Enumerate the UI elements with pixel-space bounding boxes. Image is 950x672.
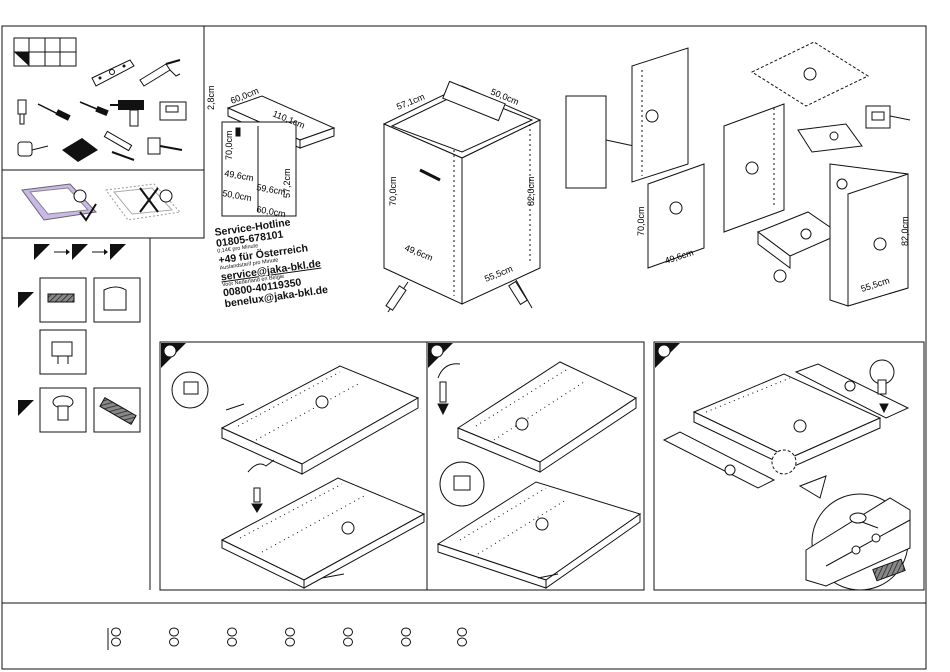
hand-tools-icons [17,99,187,127]
worktop-overview-diagram [221,95,336,217]
exploded-parts-diagram [565,41,911,307]
service-hotline-block: Service-Hotline 01805-678101 0,14€ pro M… [214,213,329,310]
dim-small-height2: 57,2cm [282,168,292,198]
dim-cabinet-front-height: 70,0cm [388,176,398,206]
step-2-diagram [436,361,642,589]
cabinet-overview-diagram [382,80,542,305]
step-sequence-icons [34,244,126,260]
tools-panel [1,25,205,239]
step-1-diagram [171,365,426,589]
dim-small-height: 70,0cm [224,130,234,160]
measuring-tools-icons [17,130,183,162]
step-panel-right-frame [653,341,925,591]
dim-side-height: 82,0cm [900,216,910,246]
dim-top-depth: 2,8cm [206,85,216,110]
spirit-level-icon [91,59,135,87]
step-panel-left-frame [159,341,645,591]
dim-cabinet-side-height: 82,0cm [526,176,536,206]
glue-gun-icon [139,59,181,87]
correct-surface-icon [21,183,98,222]
page-border [1,25,927,670]
parts-grid-icon [13,37,77,67]
wrong-surface-icon [105,183,182,221]
empty-label-box [565,95,607,189]
dim-door-height: 70,0cm [636,206,646,236]
leg-arrows [385,279,533,313]
footer-symbols [107,627,467,650]
step-3-diagram [662,359,911,591]
hardware-panel [18,277,141,433]
